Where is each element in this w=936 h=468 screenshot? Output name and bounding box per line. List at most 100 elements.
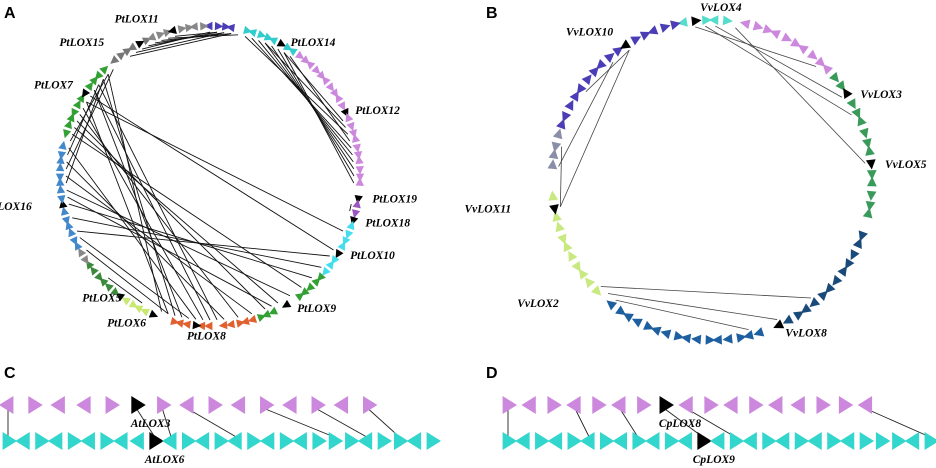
gene-glyph xyxy=(121,297,131,306)
gene-glyph xyxy=(832,274,843,286)
gene-glyph xyxy=(0,396,14,414)
gene-glyph xyxy=(352,133,361,143)
gene-glyph xyxy=(288,47,298,57)
gene-glyph xyxy=(571,260,581,272)
synteny-link xyxy=(349,203,352,212)
gene-glyph xyxy=(708,15,719,25)
synteny-link xyxy=(76,120,266,310)
gene-glyph xyxy=(256,314,267,322)
gene-glyph xyxy=(552,211,563,222)
synteny-link xyxy=(607,293,778,320)
gene-glyph xyxy=(838,396,854,414)
synteny-link xyxy=(135,32,225,53)
gene-glyph xyxy=(596,58,607,70)
synteny-link xyxy=(619,408,639,438)
gene-glyph xyxy=(99,65,109,75)
panel-d-letter: D xyxy=(486,365,498,382)
synteny-link xyxy=(600,286,812,299)
lox-gene-glyph xyxy=(192,320,202,330)
gene-glyph xyxy=(562,111,572,122)
gene-glyph xyxy=(426,432,441,450)
gene-glyph xyxy=(335,93,344,104)
gene-glyph xyxy=(226,23,235,33)
gene-glyph xyxy=(294,292,305,302)
gene-glyph xyxy=(637,396,652,414)
gene-glyph xyxy=(204,321,213,331)
gene-glyph xyxy=(393,432,409,450)
gene-glyph xyxy=(57,195,66,204)
gene-glyph xyxy=(333,396,349,414)
gene-glyph xyxy=(564,99,574,111)
gene-label: AtLOX6 xyxy=(144,454,185,466)
gene-glyph xyxy=(612,432,628,450)
bottom-track xyxy=(2,432,441,450)
gene-glyph xyxy=(306,60,316,70)
gene-glyph xyxy=(337,241,346,251)
gene-glyph xyxy=(569,91,579,102)
gene-glyph xyxy=(218,320,228,330)
gene-glyph xyxy=(852,238,862,249)
gene-glyph xyxy=(311,277,321,287)
gene-glyph xyxy=(502,432,517,450)
synteny-link xyxy=(86,249,169,315)
lox-gene-glyph xyxy=(281,299,292,308)
gene-glyph xyxy=(35,432,50,450)
gene-glyph xyxy=(236,319,246,328)
synteny-link xyxy=(559,49,630,207)
gene-label: PtLOX10 xyxy=(350,250,395,262)
gene-glyph xyxy=(850,249,860,261)
synteny-link xyxy=(136,408,156,438)
gene-glyph xyxy=(72,99,81,110)
synteny-link xyxy=(129,33,232,57)
lox-gene-glyph xyxy=(276,38,287,47)
synteny-link xyxy=(107,277,143,304)
gene-glyph xyxy=(865,200,876,212)
gene-glyph xyxy=(581,74,592,86)
gene-glyph xyxy=(568,250,578,262)
gene-glyph xyxy=(312,432,327,450)
gene-glyph xyxy=(664,432,680,450)
panel-a-letter: A xyxy=(4,5,16,22)
gene-glyph xyxy=(809,297,821,308)
synteny-link xyxy=(695,26,817,67)
gene-glyph xyxy=(590,285,602,296)
gene-glyph xyxy=(781,32,793,42)
gene-glyph xyxy=(279,432,295,450)
gene-glyph xyxy=(352,199,361,209)
lox-gene-glyph xyxy=(659,396,674,414)
gene-glyph xyxy=(567,432,582,450)
gene-glyph xyxy=(61,206,70,216)
gene-glyph xyxy=(116,51,126,61)
gene-glyph xyxy=(345,113,354,123)
gene-glyph xyxy=(306,282,316,292)
gene-glyph xyxy=(226,319,235,329)
gene-glyph xyxy=(630,36,642,46)
gene-glyph xyxy=(256,30,267,38)
gene-glyph xyxy=(647,25,659,35)
gene-glyph xyxy=(837,266,848,277)
gene-glyph xyxy=(69,236,78,246)
gene-glyph xyxy=(71,107,80,118)
gene-glyph xyxy=(578,268,589,280)
gene-label: VvLOX11 xyxy=(464,203,511,215)
gene-glyph xyxy=(862,207,873,219)
gene-glyph xyxy=(355,155,364,165)
gene-glyph xyxy=(790,37,801,47)
gene-glyph xyxy=(615,305,626,316)
gene-glyph xyxy=(194,432,210,450)
gene-glyph xyxy=(722,15,733,26)
gene-glyph xyxy=(2,432,17,450)
gene-glyph xyxy=(377,432,393,450)
synteny-link xyxy=(283,52,344,122)
synteny-links xyxy=(558,25,866,330)
gene-label: AtLOX3 xyxy=(130,418,171,430)
gene-glyph xyxy=(623,313,634,323)
gene-glyph xyxy=(752,20,764,31)
gene-label: PtLOX5 xyxy=(82,293,121,305)
gene-label: PtLOX7 xyxy=(34,79,74,91)
synteny-link xyxy=(69,73,109,142)
lox-gene-glyph xyxy=(354,195,363,204)
synteny-link xyxy=(187,408,237,438)
gene-glyph xyxy=(346,121,355,132)
